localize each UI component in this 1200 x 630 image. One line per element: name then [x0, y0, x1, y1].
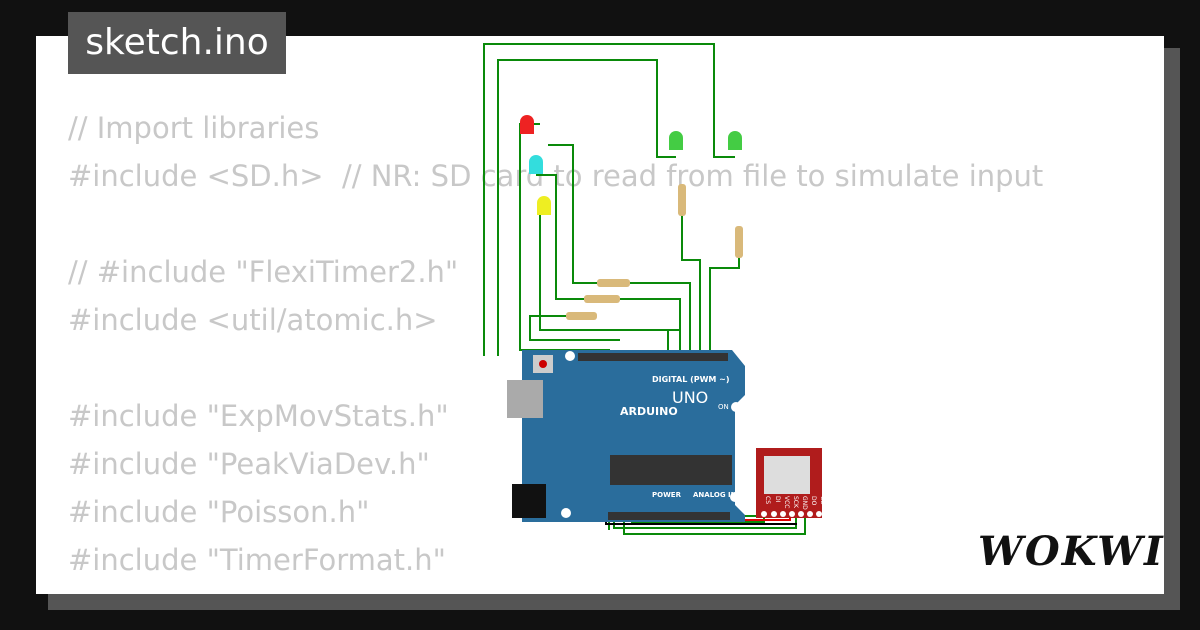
- code-preview-panel: // Import libraries #include <SD.h> // NR…: [36, 36, 1164, 594]
- code-line: #include "PeakViaDev.h": [68, 447, 430, 481]
- brand-label: ARDUINO: [620, 405, 678, 418]
- leds: [520, 115, 742, 215]
- wokwi-logo: WOKWI: [978, 528, 1165, 575]
- sd-pin-labels: CS DI VCC SCK GND DO CD: [764, 496, 826, 510]
- sd-pin-label-cd: CD: [819, 496, 826, 505]
- led-red: [520, 115, 534, 134]
- sd-pin-label-di: DI: [774, 496, 781, 503]
- sd-pin-label-gnd: GND: [801, 496, 808, 510]
- power-header: [608, 512, 730, 520]
- analog-label: ANALOG IN: [693, 491, 737, 499]
- reset-button: [539, 360, 547, 368]
- on-label: ON: [718, 403, 729, 411]
- led-cyan: [529, 155, 543, 174]
- sd-pin-label-cs: CS: [764, 496, 771, 504]
- usb-port: [507, 380, 543, 418]
- code-line: #include "ExpMovStats.h": [68, 399, 449, 433]
- power-jack: [512, 484, 546, 518]
- model-label: UNO: [672, 388, 708, 407]
- sd-card-module: CS DI VCC SCK GND DO CD: [756, 448, 826, 518]
- sd-pin-label-sck: SCK: [792, 496, 799, 509]
- code-line: #include "Poisson.h": [68, 495, 370, 529]
- code-line: #include "TimerFormat.h": [68, 543, 446, 577]
- code-line: #include <util/atomic.h>: [68, 303, 438, 337]
- code-line: #include <SD.h> // NR: SD card to read f…: [68, 159, 1044, 193]
- file-title-tab: sketch.ino: [68, 12, 286, 74]
- led-yellow: [537, 196, 551, 215]
- atmega-chip: [610, 455, 732, 485]
- sd-pin-label-vcc: VCC: [783, 496, 790, 508]
- sd-pin-label-do: DO: [810, 496, 817, 506]
- digital-label: DIGITAL (PWM ~): [652, 375, 730, 384]
- code-line: // Import libraries: [68, 111, 320, 145]
- led-green-1: [669, 131, 683, 150]
- digital-header: [578, 353, 728, 361]
- code-listing: // Import libraries #include <SD.h> // NR…: [68, 104, 1043, 584]
- power-label: POWER: [652, 491, 682, 499]
- led-green-2: [728, 131, 742, 150]
- code-line: // #include "FlexiTimer2.h": [68, 255, 459, 289]
- resistors: [566, 184, 743, 320]
- arduino-uno-board: DIGITAL (PWM ~) ARDUINO UNO ON POWER ANA…: [507, 350, 745, 522]
